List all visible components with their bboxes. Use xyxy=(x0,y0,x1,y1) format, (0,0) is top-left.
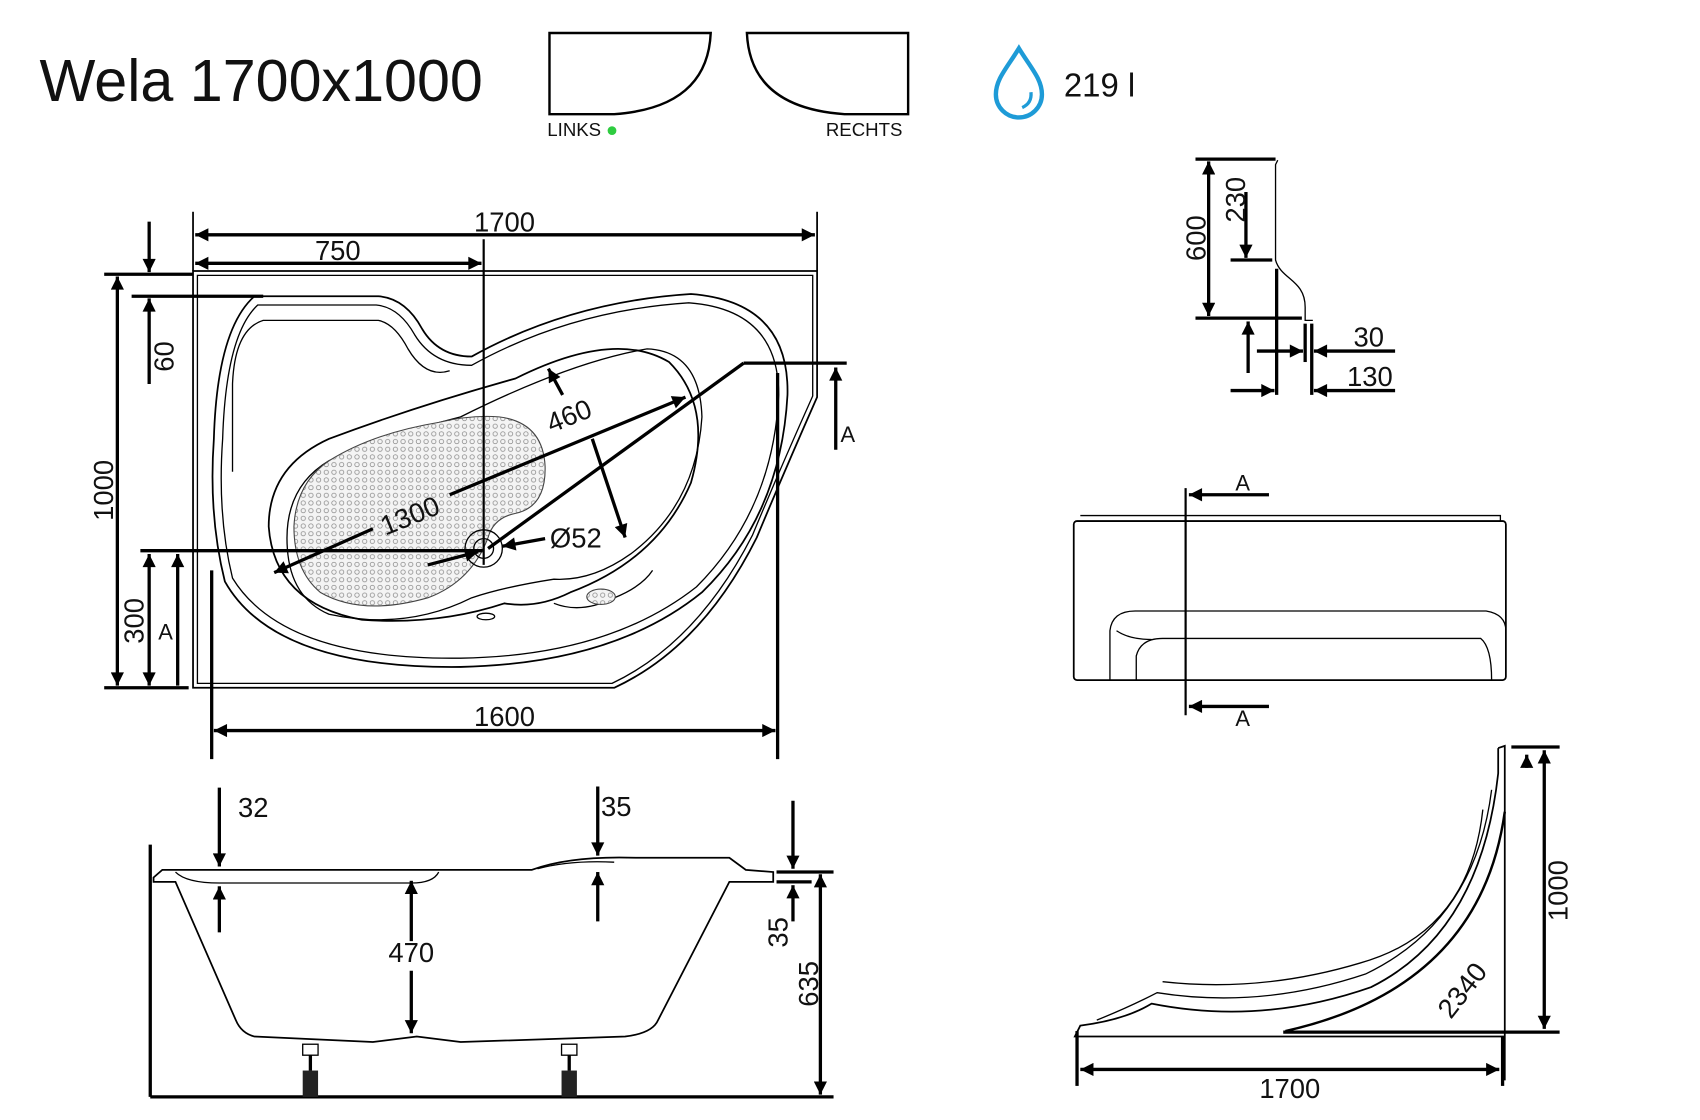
product-title: Wela 1700x1000 xyxy=(39,47,482,114)
dim-rim-right: 35 xyxy=(601,791,631,822)
dim-rim: 60 xyxy=(148,341,179,371)
dim-panel-height: 1000 xyxy=(1542,860,1573,921)
dim-arc-length: 2340 xyxy=(1431,957,1493,1024)
dim-offset: 130 xyxy=(1347,361,1393,392)
section-mark-left: A xyxy=(158,620,173,645)
dim-panel: 30 xyxy=(1354,322,1384,353)
dim-height-total: 635 xyxy=(793,961,824,1007)
profile-view: 600 230 30 130 xyxy=(1180,157,1396,398)
side-view: 32 35 470 35 635 xyxy=(148,786,834,1099)
dim-panel-width: 1700 xyxy=(1259,1073,1320,1104)
left-corner-shape-icon xyxy=(548,31,712,116)
dim-width-total: 1700 xyxy=(474,207,535,238)
volume-value: 219 l xyxy=(1064,67,1135,104)
dim-drain-diameter: Ø52 xyxy=(550,522,602,553)
dim-base-width: 1600 xyxy=(474,701,535,732)
dim-rim-left: 32 xyxy=(238,792,268,823)
dim-profile-height: 600 xyxy=(1180,215,1211,261)
dim-edge: 35 xyxy=(762,917,793,947)
right-corner-shape-icon xyxy=(745,31,910,116)
water-drop-icon xyxy=(993,44,1045,120)
variant-right-option[interactable]: RECHTS xyxy=(745,31,910,140)
section-mark-bottom: A xyxy=(1235,706,1250,731)
dim-depth: 470 xyxy=(388,937,434,968)
panel-view: 1000 2340 1700 xyxy=(1073,744,1573,1104)
variant-left-label: LINKS xyxy=(547,119,601,140)
leg-left-icon xyxy=(302,1043,319,1097)
section-mark-right: A xyxy=(840,422,855,447)
dim-drain-y: 300 xyxy=(119,598,150,644)
header: Wela 1700x1000 LINKS RECHTS 219 l xyxy=(39,31,1135,140)
dim-profile-upper: 230 xyxy=(1220,177,1251,223)
front-view: A A xyxy=(1072,470,1507,731)
section-mark-top: A xyxy=(1235,470,1250,495)
variant-left-option[interactable]: LINKS xyxy=(547,31,712,140)
leg-right-icon xyxy=(560,1043,578,1097)
top-view: 1700 750 1000 60 300 A A 1300 460 Ø52 16… xyxy=(88,207,855,760)
dim-depth-total: 1000 xyxy=(88,460,119,521)
dim-drain-x: 750 xyxy=(315,235,361,266)
dim-inner-width: 460 xyxy=(542,393,596,439)
selected-indicator-dot xyxy=(607,126,617,135)
variant-right-label: RECHTS xyxy=(826,119,903,140)
